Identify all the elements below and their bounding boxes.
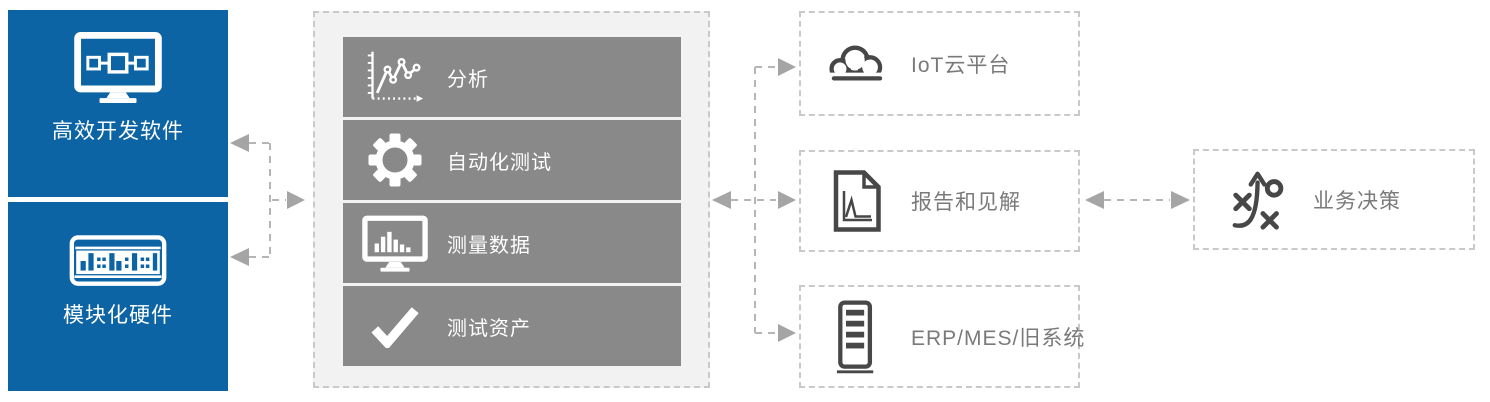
node-label: 高效开发软件	[52, 120, 184, 143]
node-reports-insights-iconcol	[821, 169, 893, 233]
software-monitor-icon	[74, 32, 162, 104]
node-test-assets-iconcol	[343, 305, 447, 348]
node-iot-cloud: IoT云平台	[799, 11, 1080, 116]
node-measurement-data-iconcol	[343, 215, 447, 272]
node-label: IoT云平台	[911, 53, 1011, 77]
node-dev-software: 高效开发软件	[8, 10, 228, 197]
node-label: 测试资产	[447, 317, 531, 340]
node-measurement-data: 测量数据	[343, 203, 681, 283]
node-label: 自动化测试	[447, 151, 552, 174]
node-label: 报告和见解	[911, 191, 1021, 214]
node-test-assets: 测试资产	[343, 286, 681, 366]
modular-hardware-icon	[69, 235, 167, 286]
node-label: 测量数据	[447, 234, 531, 257]
node-label: ERP/MES/旧系统	[911, 326, 1086, 350]
server-rack-icon	[836, 299, 874, 373]
node-modular-hardware: 模块化硬件	[8, 202, 228, 391]
cloud-icon	[829, 45, 886, 88]
measurement-data-icon	[362, 215, 428, 272]
node-modular-hardware-content: 模块化硬件	[63, 234, 173, 329]
panel-test-workflow: 分析 自动化测试	[313, 11, 710, 388]
strategy-icon	[1232, 171, 1284, 230]
gear-icon	[368, 133, 422, 187]
node-automated-test: 自动化测试	[343, 120, 681, 200]
node-analysis: 分析	[343, 37, 681, 117]
checkmark-icon	[371, 306, 419, 348]
node-label: 分析	[447, 68, 489, 91]
node-erp-mes-legacy: ERP/MES/旧系统	[799, 285, 1084, 388]
node-automated-test-iconcol	[343, 132, 447, 188]
node-label: 业务决策	[1313, 189, 1401, 213]
node-analysis-iconcol	[343, 49, 447, 105]
node-business-decisions-iconcol	[1221, 167, 1299, 233]
report-document-icon	[833, 170, 881, 232]
node-label: 模块化硬件	[63, 304, 173, 327]
node-business-decisions: 业务决策	[1193, 149, 1475, 250]
node-iot-cloud-iconcol	[821, 40, 893, 88]
node-reports-insights: 报告和见解	[799, 150, 1080, 252]
node-erp-mes-legacy-iconcol	[821, 299, 893, 375]
analysis-chart-icon	[367, 51, 424, 102]
node-dev-software-content: 高效开发软件	[52, 32, 184, 145]
